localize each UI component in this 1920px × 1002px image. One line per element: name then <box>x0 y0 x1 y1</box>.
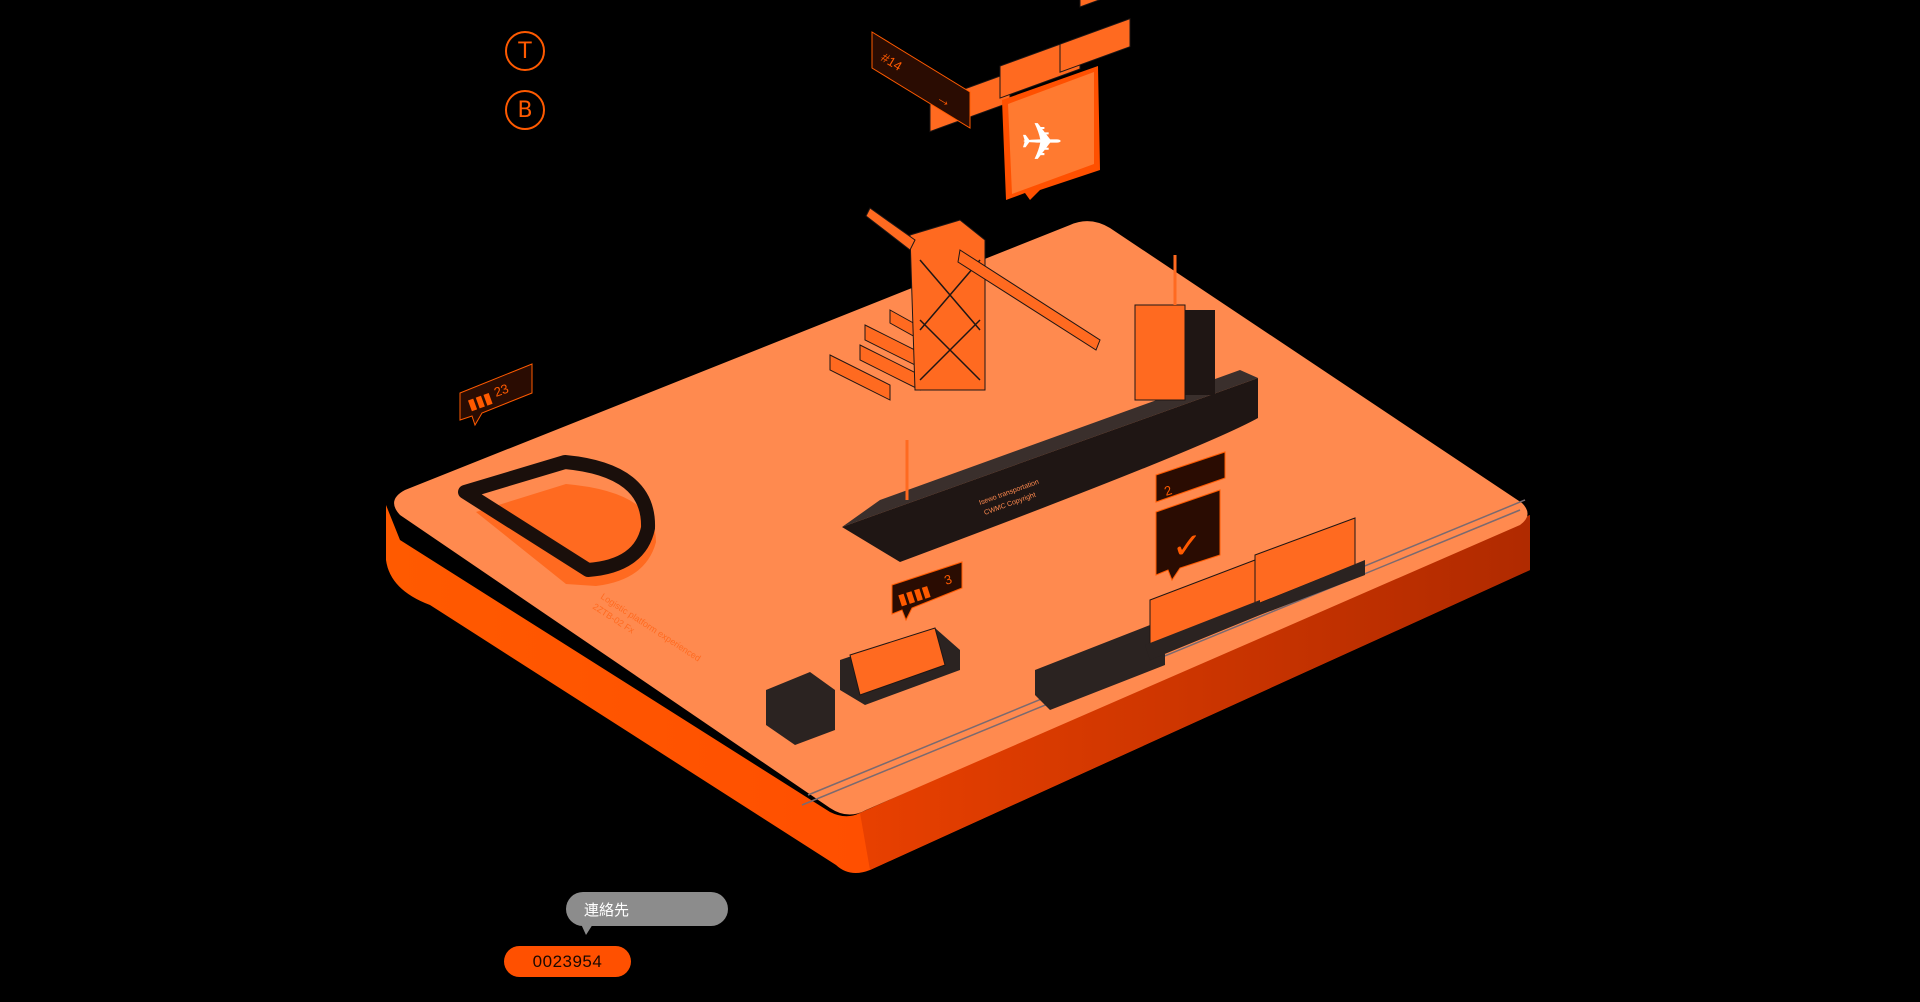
check-count: 2 <box>1162 482 1174 499</box>
visitor-counter: 0023954 <box>504 946 631 977</box>
flight-tag: #14 → <box>871 31 971 129</box>
airplane-icon: ✈ <box>1020 114 1064 172</box>
left-count: 23 <box>492 381 511 400</box>
visitor-counter-value: 0023954 <box>532 951 603 971</box>
truck-count: 3 <box>942 571 954 588</box>
train <box>1035 517 1365 710</box>
airplane-bubble: ✈ <box>1002 66 1100 200</box>
top-nav-button-label: T <box>518 38 532 64</box>
cargo-ship: Isewo transportation CWMC Copyright <box>842 0 1258 562</box>
check-tag: 2 ✓ <box>1155 451 1226 582</box>
contact-button[interactable]: 連絡先 <box>566 892 728 926</box>
crane <box>865 207 1101 391</box>
checkmark-icon: ✓ <box>1172 525 1202 566</box>
contact-label: 連絡先 <box>584 901 630 919</box>
top-nav-button[interactable]: T <box>505 31 545 71</box>
bottom-nav-button[interactable]: B <box>505 90 545 130</box>
arrow-right-icon: → <box>933 89 955 112</box>
bottom-nav-button-label: B <box>517 97 533 123</box>
contact-bubble-tail <box>581 924 593 935</box>
truck <box>766 627 960 745</box>
left-count-tag: ▮▮▮ 23 <box>459 363 533 427</box>
d-logo-icon <box>458 455 656 586</box>
